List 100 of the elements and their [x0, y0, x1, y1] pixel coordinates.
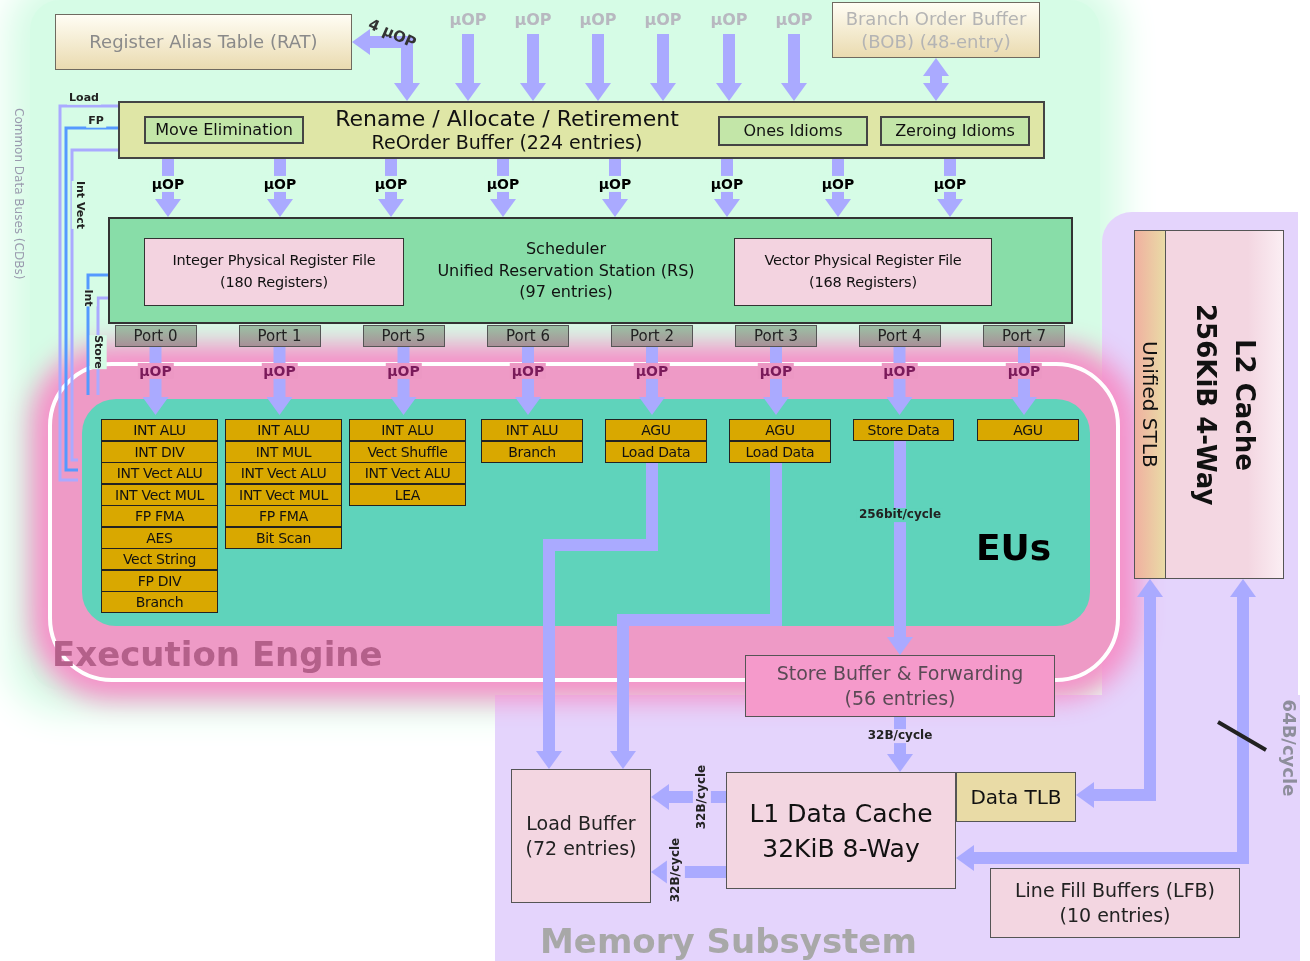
execution-unit-box — [729, 419, 831, 441]
box-label: INT ALU — [133, 422, 186, 438]
idiom-box — [144, 116, 304, 144]
edge-label: μOP — [261, 362, 298, 380]
edge-label: μOP — [137, 362, 174, 380]
execution-unit-box — [481, 440, 583, 463]
box-label: Ones Idioms — [743, 121, 843, 141]
edge-label: μOP — [509, 362, 547, 380]
edge-label: μOP — [596, 175, 634, 193]
box-label: Port 5 — [381, 327, 426, 345]
arrow — [956, 579, 1256, 871]
arrow — [887, 717, 913, 772]
box-label: Vector Physical Register File (168 Registers) — [763, 251, 963, 292]
execution-unit-box — [101, 548, 218, 570]
edge-label: 4 μOP — [364, 15, 420, 53]
arrow — [886, 347, 913, 415]
execution-unit-box — [605, 440, 707, 463]
bus-group-label: Common Data Buses (CDBs) — [12, 108, 26, 280]
execution-unit-box — [225, 440, 342, 463]
edge-label: 32B/cycle — [693, 764, 711, 830]
register-file-box — [734, 238, 992, 306]
execution-unit-box — [225, 505, 342, 527]
box-label: FP FMA — [135, 508, 184, 524]
execution-unit-box — [101, 440, 218, 463]
edge-label: μOP — [484, 175, 522, 193]
edge-label: μOP — [372, 175, 410, 193]
rename-unit-box — [118, 101, 1045, 159]
box-label: Branch — [135, 594, 184, 610]
arrow — [1011, 347, 1037, 415]
bus-line — [58, 104, 118, 482]
arrow — [155, 159, 181, 217]
box-label: FP DIV — [137, 572, 182, 589]
box-label: INT Vect ALU — [364, 465, 451, 481]
execution-unit-box — [225, 526, 342, 549]
execution-unit-box — [481, 419, 583, 441]
cache-box — [726, 772, 956, 889]
box-label: L1 Data Cache 32KiB 8-Way — [748, 797, 934, 865]
execution-unit-box — [349, 419, 466, 441]
box-label: Rename / Allocate / Retirement — [335, 106, 679, 132]
execution-unit-box — [729, 440, 831, 463]
box-label: L2 Cache 256KiB 4-Way — [1189, 302, 1261, 508]
arrow — [266, 347, 293, 415]
edge-label: 256bit/cycle — [856, 508, 944, 522]
box-label: AGU — [641, 422, 671, 438]
arrow — [602, 159, 628, 217]
execution-unit-box — [101, 591, 218, 613]
box-label: AES — [146, 529, 173, 546]
box-label: Port 7 — [1001, 327, 1047, 345]
edge-label: μOP — [708, 175, 746, 193]
box-label: LEA — [394, 486, 421, 503]
box-label: INT ALU — [505, 422, 559, 438]
port-tab — [611, 325, 693, 347]
edge-label: μOP — [1005, 362, 1043, 380]
buffer-box — [511, 769, 651, 903]
arrow — [639, 347, 665, 415]
box-label: INT Vect ALU — [116, 465, 203, 481]
edge-label: Store — [89, 335, 107, 369]
edge-label: μOP — [774, 10, 814, 30]
arrow — [1076, 579, 1163, 808]
port-tab — [114, 325, 197, 347]
box-label: Data TLB — [970, 785, 1062, 809]
bus-line — [86, 273, 108, 395]
box-label: Move Elimination — [155, 120, 293, 140]
box-label: Load Data — [621, 443, 691, 460]
arrow — [352, 29, 420, 101]
box-label: Zeroing Idioms — [895, 121, 1015, 141]
box-label: INT MUL — [255, 443, 312, 460]
box-label: INT ALU — [381, 422, 434, 438]
edge-label: μOP — [931, 175, 969, 193]
box-label: AGU — [1013, 422, 1043, 438]
cache-box — [1166, 230, 1284, 579]
execution-unit-box — [977, 419, 1079, 441]
box-label: Unified STLB — [1138, 341, 1162, 468]
arrow — [714, 159, 740, 217]
box-label: Store Buffer & Forwarding (56 entries) — [775, 661, 1025, 711]
port-tab — [983, 325, 1065, 347]
idiom-box — [718, 116, 868, 146]
arrow — [716, 34, 742, 101]
box-label: Port 1 — [257, 327, 302, 345]
box-label: INT Vect MUL — [239, 486, 328, 503]
arrow — [490, 159, 516, 217]
edge-label: 32B/cycle — [667, 837, 685, 903]
edge-label: μOP — [643, 10, 683, 30]
execution-unit-box — [349, 440, 466, 463]
box-label: AGU — [765, 422, 795, 438]
arrow — [267, 159, 293, 217]
box-label: Line Fill Buffers (LFB) (10 entries) — [1013, 878, 1216, 928]
region-title: Memory Subsystem — [540, 921, 917, 961]
arrow — [650, 34, 676, 101]
edge-label: 64B/cycle — [1278, 699, 1302, 797]
arrow — [825, 159, 851, 217]
scheduler-box — [108, 217, 1073, 324]
execution-unit-box — [101, 483, 218, 506]
execution-unit-box — [853, 419, 954, 441]
edge-label: FP — [86, 114, 106, 128]
box-label: Scheduler — [525, 238, 607, 260]
execution-unit-box — [225, 483, 342, 506]
execution-unit-box — [101, 569, 218, 592]
box-label: Port 2 — [629, 327, 675, 345]
tlb-box — [1134, 230, 1166, 579]
